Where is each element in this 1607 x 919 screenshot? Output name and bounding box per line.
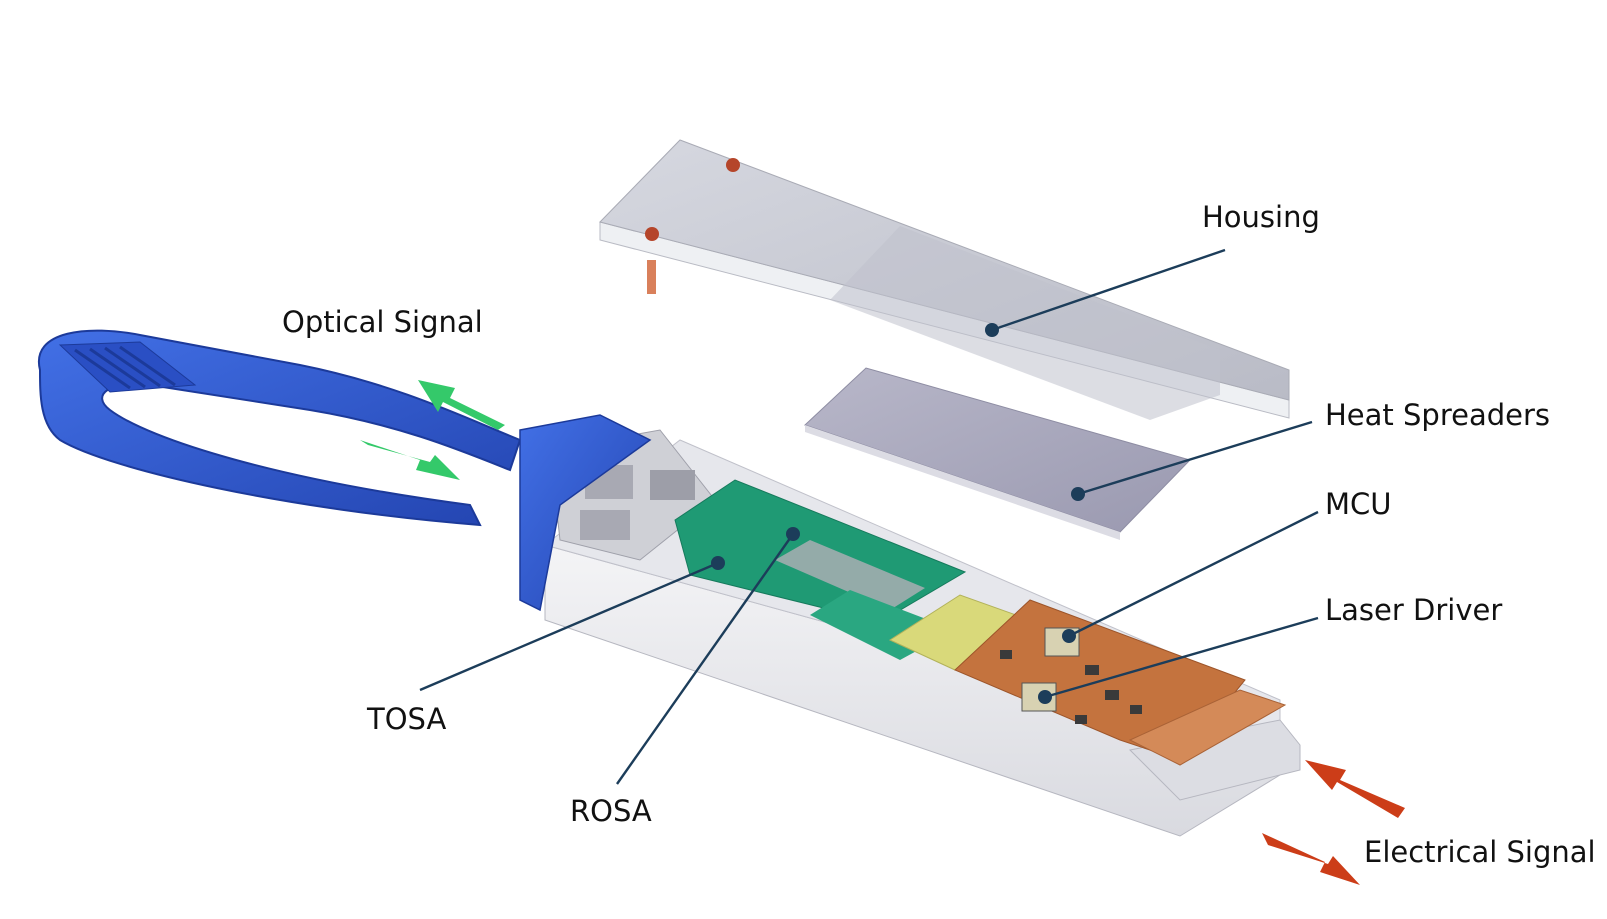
smd-component (1085, 665, 1099, 675)
leader-heat-spreaders (1077, 420, 1313, 496)
housing-recess (830, 226, 1220, 420)
handle-front-block (519, 414, 652, 612)
housing-pin (647, 260, 656, 294)
label-mcu: MCU (1325, 487, 1392, 521)
optical-in-arrow-icon (360, 440, 460, 480)
label-tosa: TOSA (367, 702, 447, 736)
electrical-in-arrow-icon (1305, 760, 1405, 818)
smd-component (1105, 690, 1119, 700)
screw-hole (726, 158, 740, 172)
leader-mcu (1068, 510, 1319, 638)
pull-tab-handle (37, 329, 652, 612)
label-laser-driver: Laser Driver (1325, 593, 1503, 627)
leader-rosa (616, 533, 794, 785)
smd-component (1075, 715, 1087, 724)
label-heat-spreaders: Heat Spreaders (1325, 398, 1551, 432)
leader-laser-driver (1044, 616, 1319, 699)
optical-signal-arrows (360, 380, 505, 480)
optical-out-arrow-icon (418, 380, 505, 430)
electrical-out-arrow-icon (1262, 833, 1360, 885)
leader-tosa (419, 561, 719, 692)
label-rosa: ROSA (570, 794, 652, 828)
smd-component (1130, 705, 1142, 714)
label-electrical-signal: Electrical Signal (1364, 835, 1596, 869)
edge-connector (1128, 689, 1287, 766)
leader-housing (991, 248, 1226, 332)
label-optical-signal: Optical Signal (282, 305, 483, 339)
smd-component (1000, 650, 1012, 659)
screw-hole (645, 227, 659, 241)
body-end (1128, 719, 1301, 801)
housing-part (599, 139, 1290, 420)
leader-lines (419, 248, 1319, 785)
electrical-signal-arrows (1262, 760, 1405, 885)
label-housing: Housing (1202, 200, 1320, 234)
leader-dots (711, 323, 1085, 704)
handle-grip (58, 341, 197, 393)
